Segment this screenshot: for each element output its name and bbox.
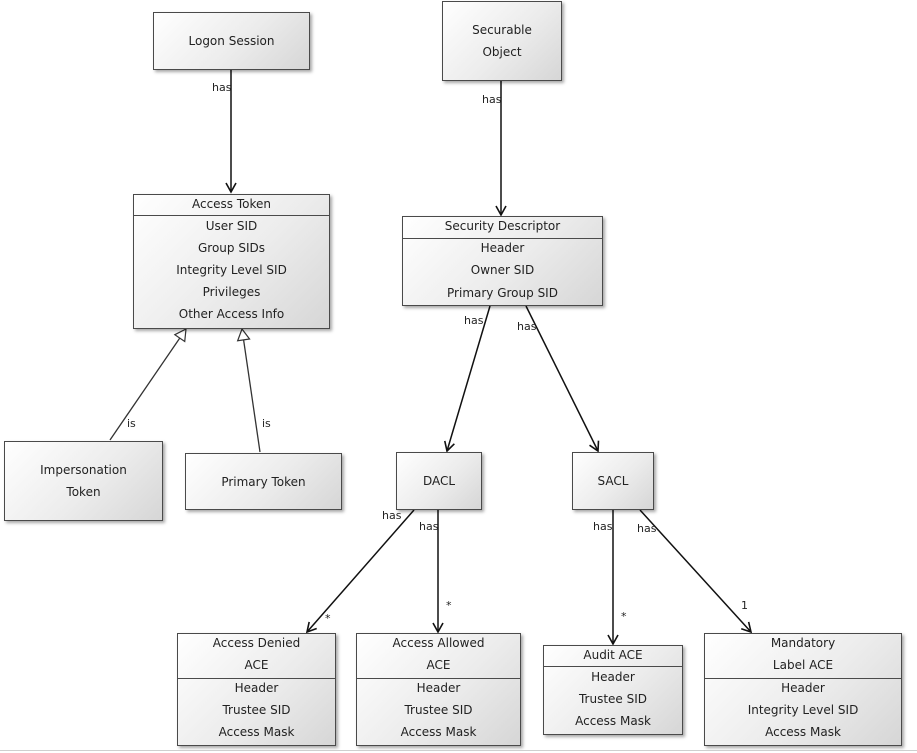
access-allowed-ace-divider [357, 678, 520, 679]
audit-ace-divider [544, 666, 682, 667]
multiplicity-audit: * [621, 610, 627, 623]
mandatory-label-ace-divider [705, 678, 901, 679]
access-allowed-ace-row: Trustee SID [404, 703, 473, 717]
edge-primary-is [242, 329, 261, 453]
edge-label-sd-dacl-has: has [464, 314, 484, 327]
canvas-bottom-border [0, 750, 917, 751]
access-denied-ace-divider [178, 678, 335, 679]
securable-object-label-line1: Securable [472, 23, 532, 37]
audit-ace-row: Header [591, 670, 635, 684]
access-allowed-ace-row: Access Mask [400, 725, 477, 739]
edge-label-dacl-denied-has: has [382, 509, 402, 522]
impersonation-token-label-line2: Token [66, 485, 101, 499]
access-allowed-ace-row: Header [416, 681, 461, 695]
impersonation-token-box[interactable]: Impersonation Token [4, 441, 163, 521]
impersonation-token-label-line1: Impersonation [40, 463, 127, 477]
primary-token-box[interactable]: Primary Token [185, 453, 342, 510]
primary-token-label: Primary Token [221, 474, 306, 489]
mandatory-label-ace-title-line2: Label ACE [772, 658, 834, 672]
access-token-row: Privileges [202, 285, 261, 299]
security-descriptor-box[interactable]: Security Descriptor Header Owner SID Pri… [402, 216, 603, 306]
edge-sd-to-dacl [443, 305, 491, 453]
mandatory-label-ace-title-line1: Mandatory [770, 636, 836, 650]
edge-dacl-to-denied [305, 509, 415, 634]
securable-object-box[interactable]: Securable Object [442, 1, 562, 81]
access-token-row: User SID [205, 219, 258, 233]
securable-object-label-line2: Object [482, 45, 522, 59]
access-token-title: Access Token [191, 197, 272, 211]
dacl-box[interactable]: DACL [396, 452, 482, 510]
edge-label-primary-is: is [262, 417, 271, 430]
logon-session-box[interactable]: Logon Session [153, 12, 310, 70]
access-denied-ace-row: Access Mask [218, 725, 295, 739]
sacl-box[interactable]: SACL [572, 452, 654, 510]
edge-label-securable-has: has [482, 93, 502, 106]
security-descriptor-row: Owner SID [470, 263, 535, 277]
audit-ace-title: Audit ACE [583, 648, 643, 662]
access-token-row: Integrity Level SID [176, 263, 287, 277]
access-token-divider [134, 215, 329, 216]
edge-label-logon-has: has [212, 81, 232, 94]
multiplicity-denied: * [325, 612, 331, 625]
access-allowed-ace-box[interactable]: Access Allowed ACE Header Trustee SID Ac… [356, 633, 521, 746]
sacl-label: SACL [597, 474, 629, 488]
access-token-row: Group SIDs [198, 241, 265, 255]
audit-ace-box[interactable]: Audit ACE Header Trustee SID Access Mask [543, 645, 683, 735]
access-denied-ace-box[interactable]: Access Denied ACE Header Trustee SID Acc… [177, 633, 336, 746]
edge-label-sacl-mandatory-has: has [637, 522, 657, 535]
edge-label-sacl-audit-has: has [593, 520, 613, 533]
security-descriptor-divider [403, 238, 602, 239]
edge-label-dacl-allowed-has: has [419, 520, 439, 533]
mandatory-label-ace-box[interactable]: Mandatory Label ACE Header Integrity Lev… [704, 633, 902, 746]
access-denied-ace-title-line1: Access Denied [212, 636, 301, 650]
mandatory-label-ace-row: Integrity Level SID [747, 703, 859, 717]
security-descriptor-title: Security Descriptor [444, 219, 561, 233]
access-denied-ace-row: Trustee SID [222, 703, 291, 717]
audit-ace-row: Trustee SID [578, 692, 648, 706]
access-denied-ace-row: Header [234, 681, 279, 695]
logon-session-label: Logon Session [188, 34, 275, 48]
edge-sd-to-sacl [525, 305, 600, 453]
access-allowed-ace-title-line1: Access Allowed [392, 636, 485, 650]
multiplicity-allowed: * [446, 599, 452, 612]
edge-label-impersonation-is: is [127, 417, 136, 430]
mandatory-label-ace-row: Access Mask [765, 725, 841, 739]
dacl-label: DACL [422, 474, 456, 488]
security-descriptor-row: Primary Group SID [447, 286, 558, 300]
access-token-row: Other Access Info [178, 307, 285, 321]
edge-sacl-to-mandatory [639, 509, 753, 634]
multiplicity-mandatory: 1 [741, 599, 748, 612]
access-token-box[interactable]: Access Token User SID Group SIDs Integri… [133, 194, 330, 329]
edge-label-sd-sacl-has: has [517, 320, 537, 333]
audit-ace-row: Access Mask [575, 714, 651, 728]
mandatory-label-ace-row: Header [781, 681, 825, 695]
edge-impersonation-is [109, 329, 186, 441]
access-allowed-ace-title-line2: ACE [426, 658, 451, 672]
access-denied-ace-title-line2: ACE [244, 658, 269, 672]
security-descriptor-row: Header [480, 241, 525, 255]
